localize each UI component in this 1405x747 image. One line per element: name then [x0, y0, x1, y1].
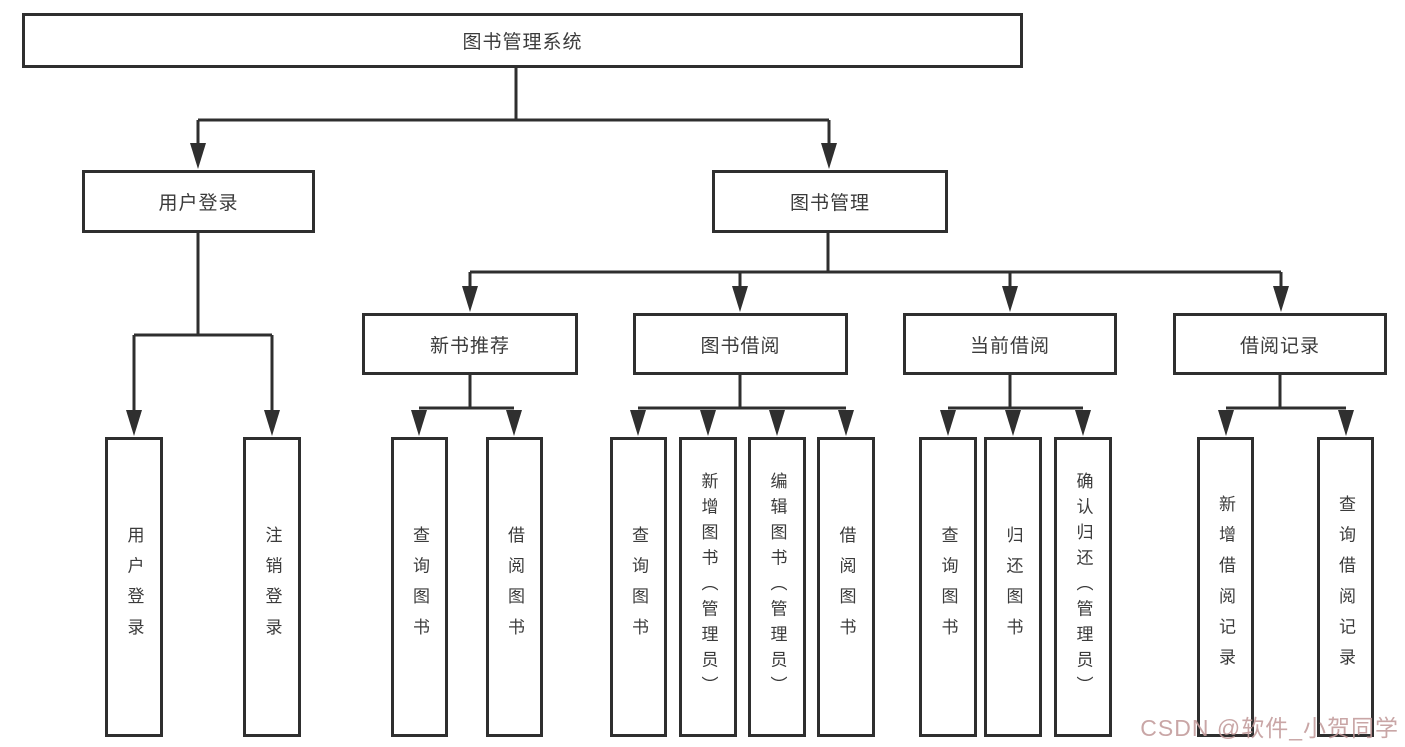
leaf-user-login: 用户登录	[105, 437, 163, 737]
leaf-return-book: 归还图书	[984, 437, 1042, 737]
node-label: 图书借阅	[700, 335, 781, 357]
node-library-system: 图书管理系统	[22, 13, 1023, 68]
leaf-label: 新增借阅记录	[1216, 495, 1235, 679]
leaf-label: 新增图书（管理员）	[698, 472, 718, 702]
node-label: 用户登录	[158, 193, 239, 214]
node-book-management: 图书管理	[712, 170, 948, 233]
arrowheads	[126, 143, 1354, 436]
watermark: CSDN @软件_小贺同学	[1140, 715, 1399, 741]
node-book-borrow: 图书借阅	[633, 313, 848, 375]
leaf-confirm-return-admin: 确认归还（管理员）	[1054, 437, 1112, 737]
node-current-borrow: 当前借阅	[903, 313, 1117, 375]
leaf-label: 查询借阅记录	[1336, 495, 1355, 679]
leaf-label: 确认归还（管理员）	[1073, 472, 1093, 702]
leaf-query-borrow-record: 查询借阅记录	[1317, 437, 1374, 737]
leaf-logout: 注销登录	[243, 437, 301, 737]
node-label: 借阅记录	[1239, 335, 1320, 357]
node-label: 新书推荐	[429, 335, 510, 357]
node-user-login: 用户登录	[82, 170, 315, 233]
leaf-label: 查询图书	[410, 525, 429, 649]
node-label: 图书管理系统	[462, 32, 583, 53]
leaf-add-borrow-record: 新增借阅记录	[1197, 437, 1254, 737]
node-label: 图书管理	[789, 193, 870, 214]
leaf-query-book: 查询图书	[919, 437, 977, 737]
leaf-label: 编辑图书（管理员）	[767, 472, 787, 702]
leaf-label: 查询图书	[938, 525, 958, 649]
node-new-book-recommend: 新书推荐	[362, 313, 578, 375]
node-label: 当前借阅	[969, 335, 1050, 357]
leaf-borrow-book: 借阅图书	[486, 437, 543, 737]
leaf-query-book: 查询图书	[391, 437, 448, 737]
leaf-add-book-admin: 新增图书（管理员）	[679, 437, 737, 737]
leaf-edit-book-admin: 编辑图书（管理员）	[748, 437, 806, 737]
leaf-label: 归还图书	[1003, 525, 1023, 649]
leaf-label: 借阅图书	[836, 525, 856, 649]
leaf-borrow-book: 借阅图书	[817, 437, 875, 737]
leaf-label: 注销登录	[262, 525, 282, 649]
leaf-query-book: 查询图书	[610, 437, 667, 737]
leaf-label: 借阅图书	[505, 525, 524, 649]
leaf-label: 查询图书	[629, 525, 648, 649]
node-borrow-records: 借阅记录	[1173, 313, 1387, 375]
leaf-label: 用户登录	[124, 525, 144, 649]
